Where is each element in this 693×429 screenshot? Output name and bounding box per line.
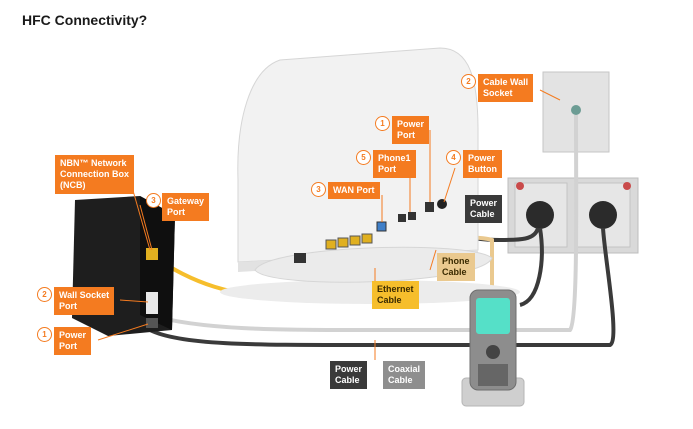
wan-port-label: WAN Port xyxy=(328,182,380,199)
wan-port-number: 3 xyxy=(311,182,326,197)
gateway-port-label: Gateway Port xyxy=(162,193,210,221)
network-connection-box xyxy=(72,196,175,336)
power-port-left-number: 1 xyxy=(37,327,52,342)
leader-lines xyxy=(97,89,561,360)
cable-wall-socket-number: 2 xyxy=(461,74,476,89)
coaxial-cable-label: Coaxial Cable xyxy=(383,361,426,389)
phone1-port-number: 5 xyxy=(356,150,371,165)
wall-power-outlet xyxy=(507,177,639,254)
wall-socket-port-label: Wall Socket Port xyxy=(54,287,115,315)
ncb-label: NBN™ Network Connection Box (NCB) xyxy=(55,155,134,194)
coaxial-cable xyxy=(149,114,579,332)
cable-wall-socket-label: Cable Wall Socket xyxy=(478,74,534,102)
phone1-port-label: Phone1 Port xyxy=(373,150,416,178)
page-title: HFC Connectivity? xyxy=(22,12,148,28)
power-cable-phone xyxy=(519,227,544,307)
power-port-router-label: Power Port xyxy=(392,116,430,144)
power-cable-ncb xyxy=(149,227,616,347)
power-port-router-number: 1 xyxy=(375,116,390,131)
power-cable-bottom-label: Power Cable xyxy=(330,361,368,389)
ethernet-cable-label: Ethernet Cable xyxy=(372,281,419,309)
power-cable-right-label: Power Cable xyxy=(465,195,503,223)
power-button-label: Power Button xyxy=(463,150,502,178)
power-port-left-label: Power Port xyxy=(54,327,92,355)
phone-cable-label: Phone Cable xyxy=(437,253,475,281)
wall-socket-port-number: 2 xyxy=(37,287,52,302)
cordless-phone xyxy=(461,289,525,407)
power-button-number: 4 xyxy=(446,150,461,165)
gateway-port-number: 3 xyxy=(146,193,161,208)
